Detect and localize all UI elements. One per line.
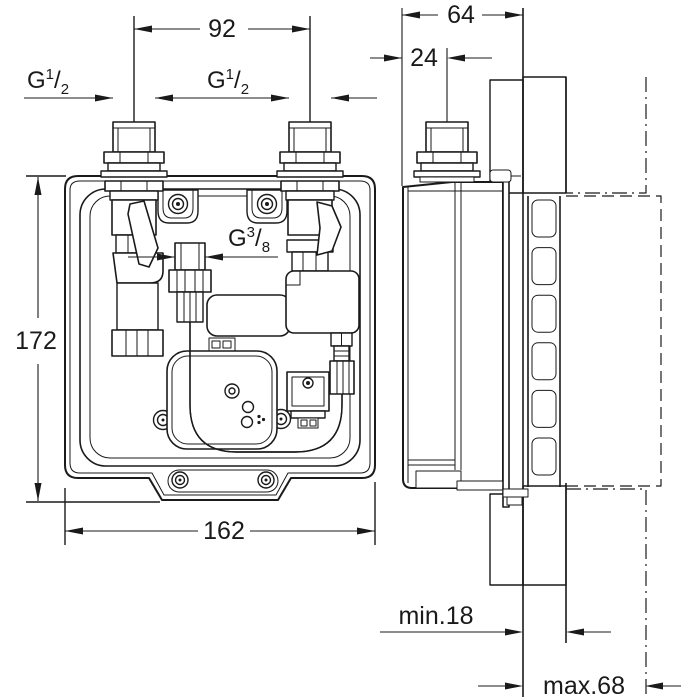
dimension-wall-max: max.68 [478,672,681,700]
finished-wall-line-bottom [566,488,647,697]
spigot-left [100,121,168,178]
max-wall-dashed-outline [566,195,662,487]
solenoid-coil [286,371,330,429]
dimension-spigot-offset: 24 [370,44,492,72]
retaining-clip-top [489,169,512,183]
dim-label-64: 64 [447,1,475,29]
thread-label-right: G1/2 [207,66,249,98]
control-unit [166,337,278,450]
retaining-clip-bottom [502,488,529,498]
flex-hose-connection [168,242,212,323]
side-view: 64 24 min.18 max.68 [370,1,681,700]
control-unit-screw [224,383,240,399]
dimension-box-width: 162 [65,517,375,545]
front-view: 92 G1/2 G1/2 G3/8 172 [15,15,377,545]
dimension-thread-g12: G1/2 G1/2 [24,66,377,102]
right-angle-valve [280,180,342,272]
valve-lever-left [127,200,159,268]
dim-label-172: 172 [15,327,57,355]
dim-label-162: 162 [203,517,245,545]
spigot-right [276,121,344,178]
dim-label-92: 92 [208,15,236,43]
thread-label-hose: G3/8 [228,224,270,256]
dim-label-24: 24 [410,44,438,72]
bottom-screw-strip [167,469,279,493]
service-icon [257,414,266,425]
dimension-thread-g38: G3/8 [128,224,278,261]
dimension-wall-min: min.18 [380,602,611,636]
mounting-lug-left [157,189,199,224]
finished-wall-line-top [566,77,647,194]
indicator-dot-2 [240,415,254,429]
dimension-box-height: 172 [15,177,57,501]
indicator-dot-1 [241,400,255,414]
thread-label-left: G1/2 [27,66,69,98]
valve-lever-right [316,201,342,256]
flex-hose-curve [189,314,343,453]
mounting-frame-ladder [527,196,561,487]
bottom-screw-right [257,471,275,489]
front-extension-lines [26,16,376,545]
wall-section-lower [489,483,567,643]
dim-label-min18: min.18 [398,602,473,630]
bridge-housing [206,294,291,337]
side-box-body [402,181,504,491]
spigot-side [413,48,481,183]
solenoid-valve [285,270,360,429]
bottom-screw-left [171,471,189,489]
left-angle-valve [104,180,164,357]
dimension-depth: 64 [401,1,523,186]
mounting-lug-right [246,189,288,224]
dimension-spigot-spacing: 92 [134,15,310,43]
front-plate [489,169,529,508]
dim-label-max68: max.68 [543,672,625,700]
